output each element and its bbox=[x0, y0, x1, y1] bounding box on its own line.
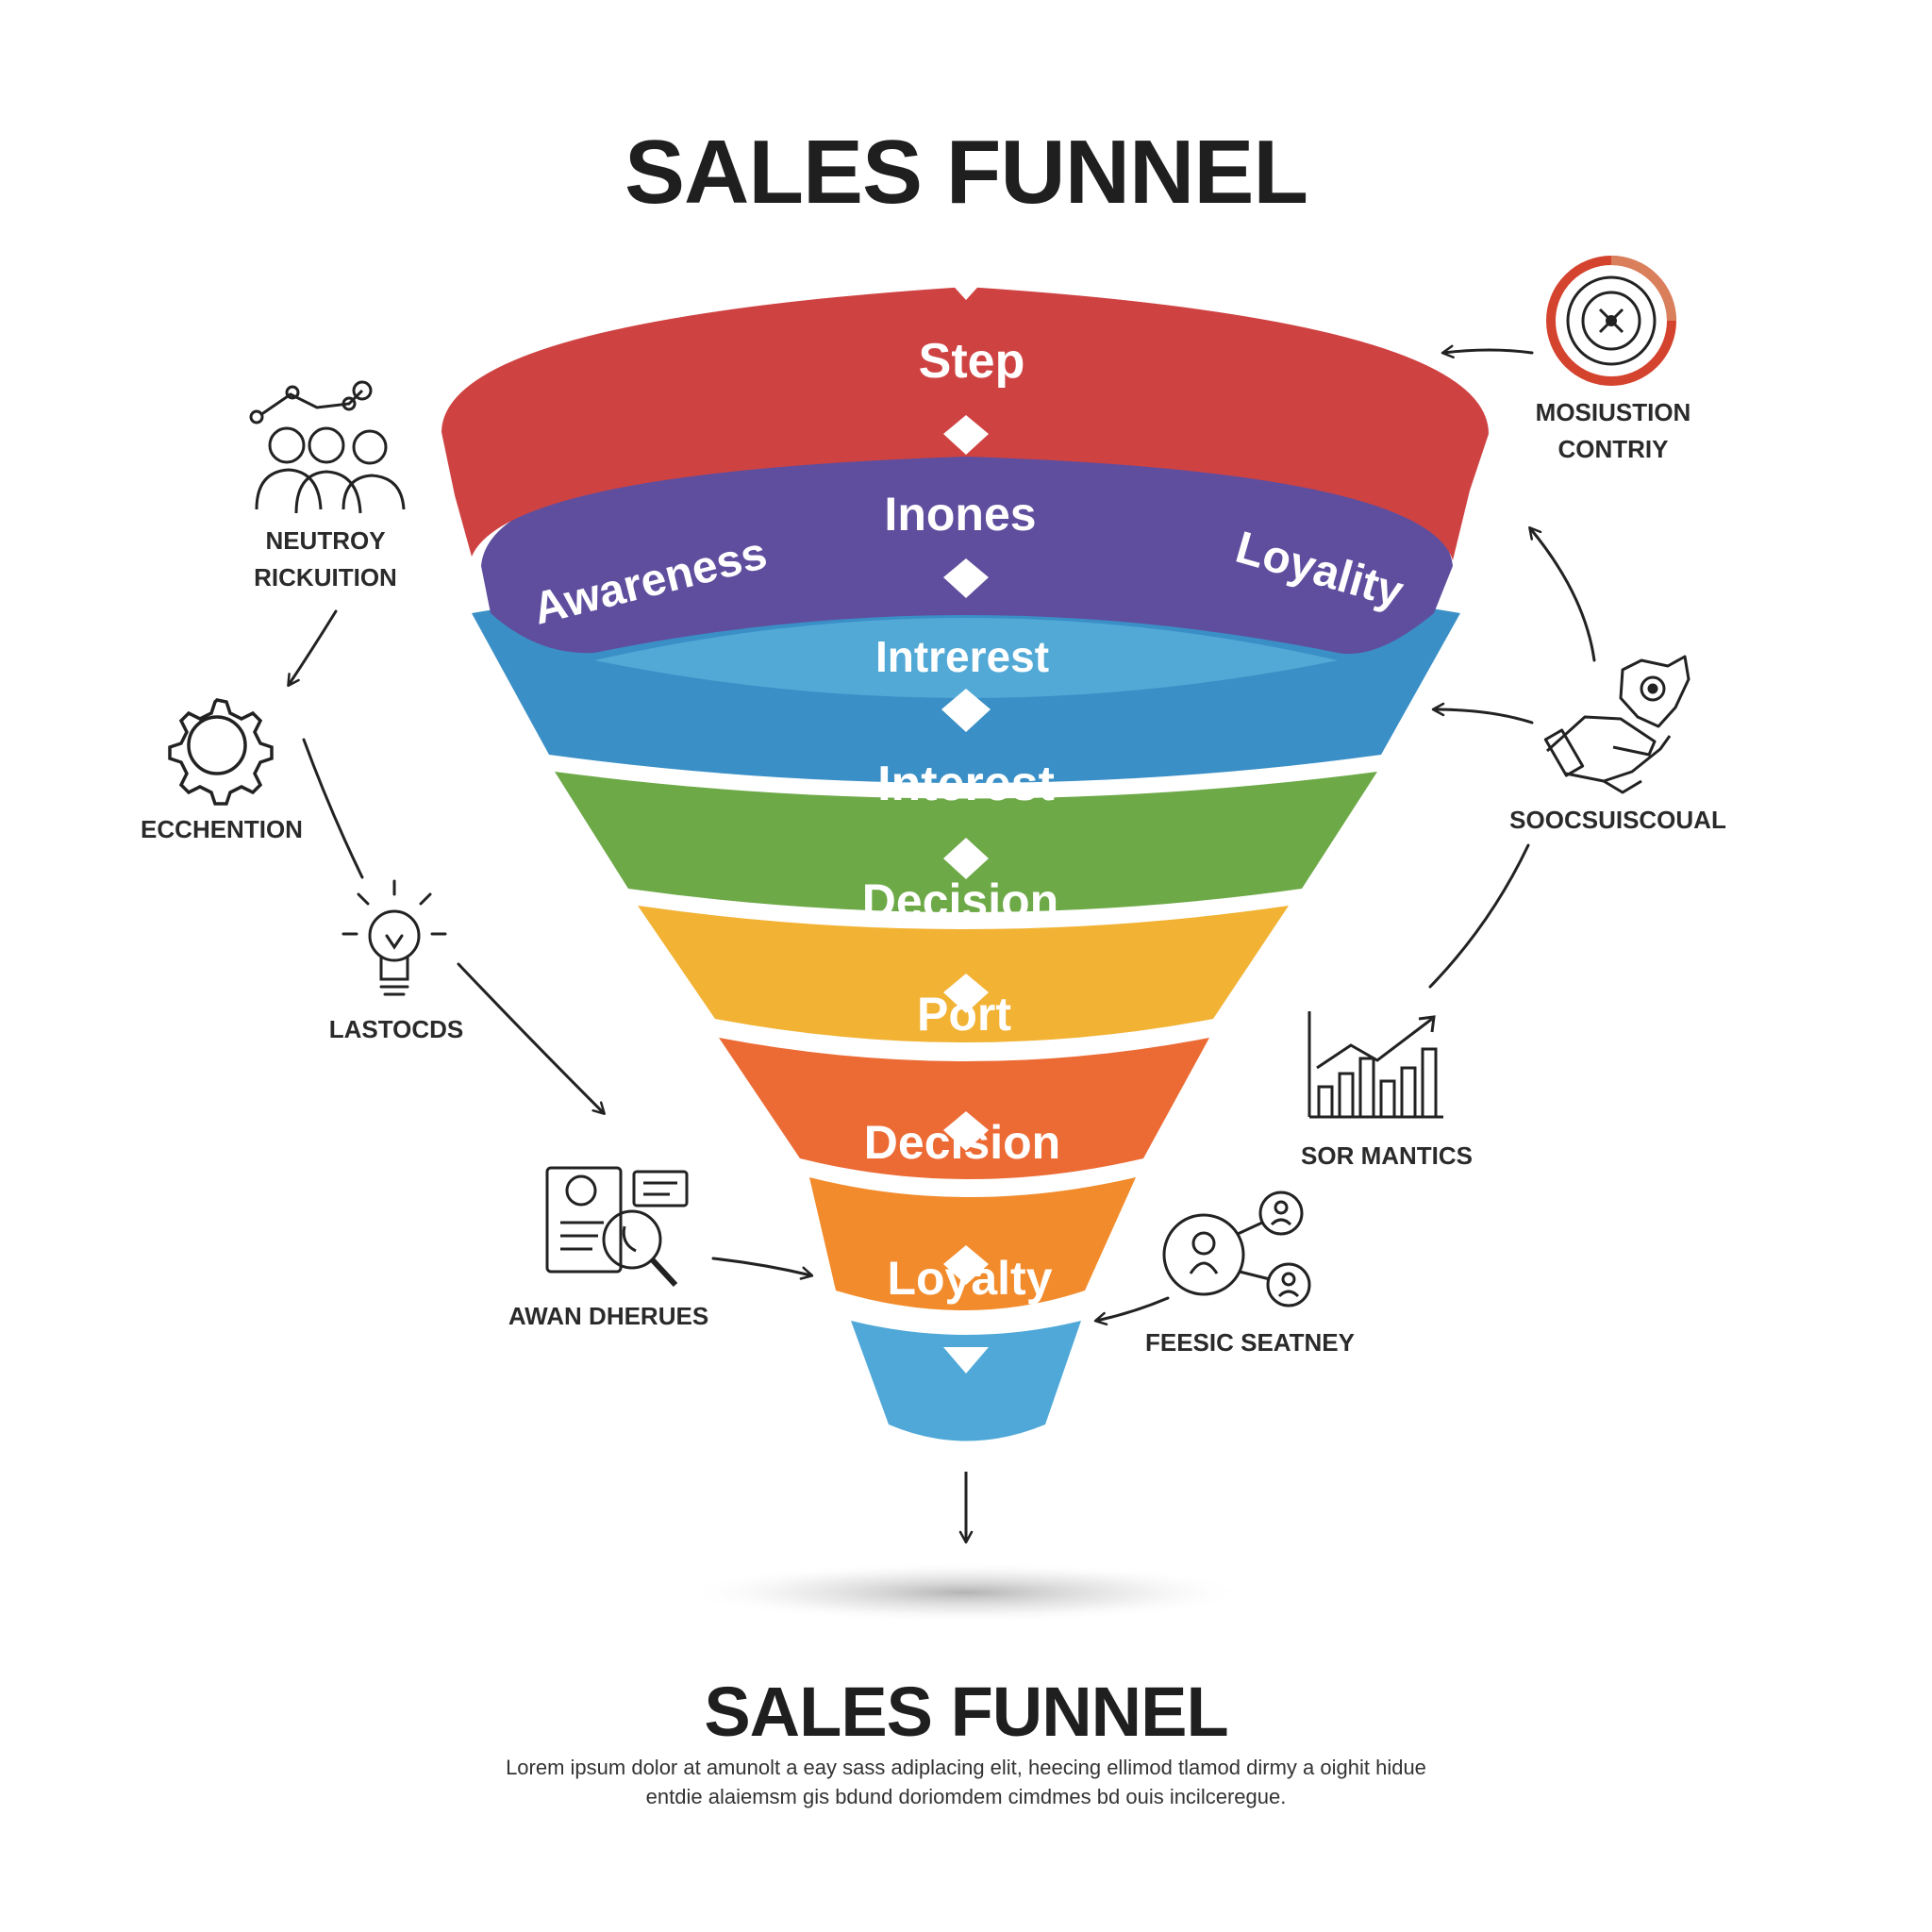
people-network-icon bbox=[249, 380, 406, 514]
layer-label-decision-1: Decision bbox=[862, 874, 1058, 927]
funnel-separators bbox=[941, 279, 991, 1374]
label-soocsuiscoual: SOOCSUISCOUAL bbox=[1509, 806, 1726, 834]
label-feesic-seatney: FEESIC SEATNEY bbox=[1144, 1328, 1355, 1357]
profile-search-icon bbox=[545, 1166, 689, 1288]
label-sor-mantics: SOR MANTICS bbox=[1301, 1141, 1473, 1170]
layer-label-inones: Inones bbox=[884, 488, 1036, 541]
gear-icon bbox=[168, 698, 274, 806]
target-icon bbox=[1546, 256, 1676, 386]
layer-label-port: Port bbox=[917, 988, 1011, 1041]
layer-label-interest: Interest bbox=[877, 757, 1055, 811]
bar-chart-icon bbox=[1307, 1011, 1443, 1119]
bottom-title: SALES FUNNEL bbox=[704, 1673, 1228, 1751]
layer-label-intrerest: Intrerest bbox=[875, 632, 1049, 681]
description-text: Lorem ipsum dolor at amunolt a eay sass … bbox=[506, 1756, 1426, 1808]
funnel-layer-tip bbox=[851, 1321, 1081, 1441]
lightbulb-icon bbox=[341, 879, 447, 996]
layer-label-decision-2: Decision bbox=[864, 1116, 1060, 1169]
funnel-layer-inones bbox=[481, 453, 1453, 655]
funnel-layer-decision-2 bbox=[719, 1038, 1209, 1179]
label-lastocds: LASTOCDS bbox=[328, 1015, 464, 1043]
funnel-layer-intrerest bbox=[594, 618, 1338, 698]
layer-label-loyalty: Loyalty bbox=[887, 1252, 1052, 1305]
funnel-layer-loyalty bbox=[809, 1177, 1136, 1310]
connector-arrows bbox=[287, 344, 1596, 1326]
funnel-layer-port bbox=[638, 906, 1289, 1042]
funnel-shadow bbox=[683, 1562, 1249, 1623]
label-awan-dherues: AWAN DHERUES bbox=[508, 1302, 709, 1330]
user-network-icon bbox=[1162, 1191, 1311, 1307]
handshake-icon bbox=[1543, 655, 1690, 794]
page-title: SALES FUNNEL bbox=[624, 122, 1308, 223]
label-ecchention: ECCHENTION bbox=[141, 815, 303, 843]
label-mosiustion-contriy: MOSIUSTION CONTRIY bbox=[1535, 398, 1691, 463]
layer-label-step: Step bbox=[919, 334, 1025, 389]
label-neutroy-rickuition: NEUTROY RICKUITION bbox=[254, 526, 397, 591]
